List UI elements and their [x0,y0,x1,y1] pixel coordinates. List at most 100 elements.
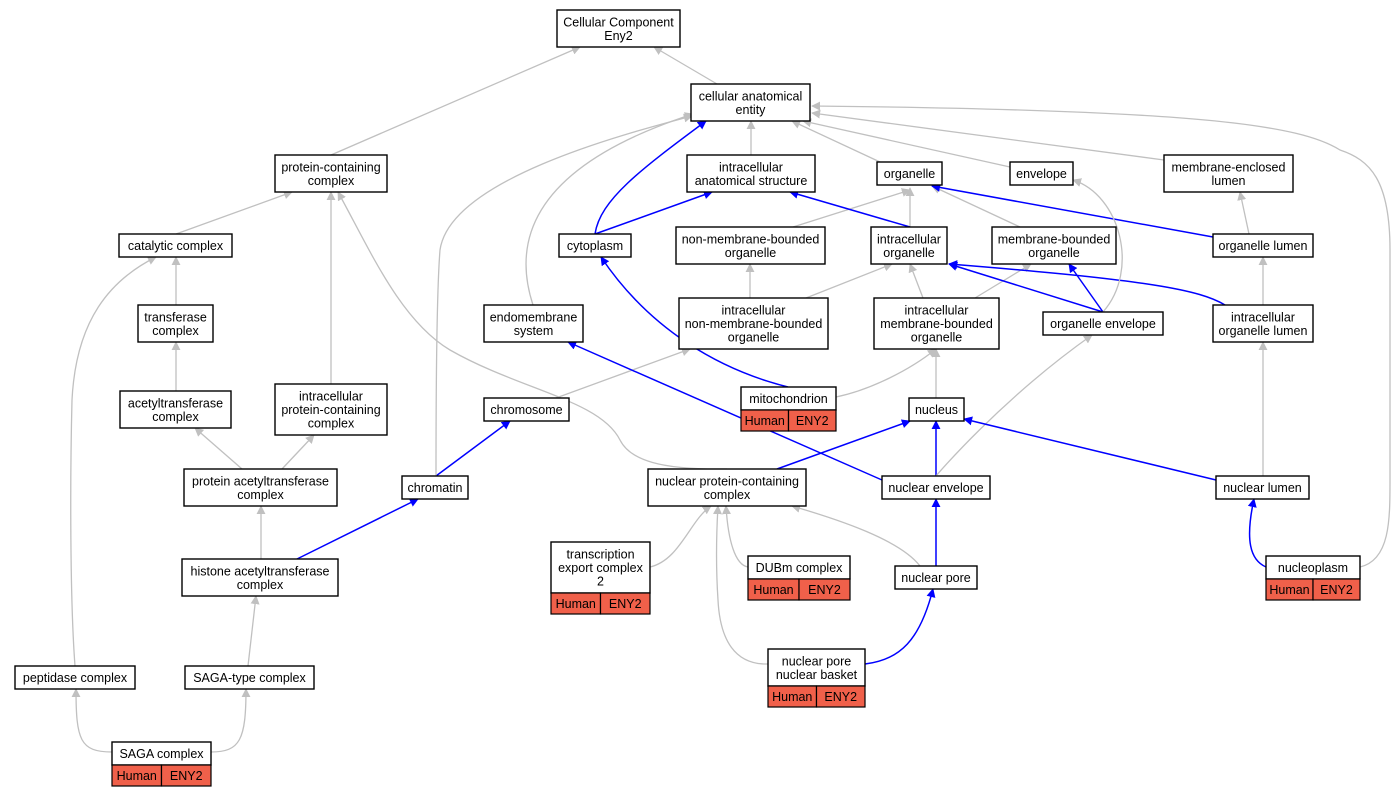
term-box [483,397,570,422]
term-label: cellular anatomical [699,89,803,103]
term-box [1212,233,1314,258]
term-label: complex [704,488,751,502]
term-label: intracellular [722,304,786,318]
is-a-edge-24 [1072,178,1123,313]
annotation-cell [815,685,866,708]
term-box [483,304,584,343]
term-node-nuc[interactable]: nucleus [908,397,965,422]
annotation-species: Human [753,583,793,597]
term-label: transcription [566,548,634,562]
is-a-edge-47 [791,503,921,567]
is-a-edge-14 [1237,191,1250,235]
part-of-edge-34 [435,420,511,477]
term-box [991,226,1117,265]
is-a-edge-1 [330,46,581,156]
term-label: catalytic complex [128,239,224,253]
term-box [686,154,816,193]
is-a-edge-32 [194,427,243,470]
term-label: complex [308,417,355,431]
part-of-edge-44 [296,498,419,560]
term-node-oe[interactable]: organelle envelope [1042,311,1164,336]
term-node-chrt[interactable]: chromatin [401,475,469,500]
term-label: nuclear lumen [1223,481,1302,495]
annotation-cell [599,592,651,615]
term-node-np[interactable]: nuclear pore [894,565,978,590]
term-node-cat[interactable]: catalytic complex [118,233,233,258]
term-label: nuclear basket [776,668,858,682]
term-node-pep[interactable]: peptidase complex [14,665,136,690]
term-node-nl[interactable]: nuclear lumen [1215,475,1310,500]
term-box [118,233,233,258]
is-a-edge-25 [525,112,694,306]
term-box [14,665,136,690]
part-of-edge-12 [789,189,911,228]
term-box [1215,475,1310,500]
part-of-edge-38 [567,341,883,481]
term-label: intracellular [905,304,969,318]
is-a-edge-51 [70,256,157,667]
term-node-chr[interactable]: chromosome [483,397,570,422]
annotation-gene: ENY2 [796,414,829,428]
term-box [870,226,948,265]
term-node-cyt[interactable]: cytoplasm [558,233,632,258]
term-label: DUBm complex [756,561,844,575]
term-node-org[interactable]: organelle [876,161,943,186]
term-node-ne[interactable]: nuclear envelope [881,475,991,500]
term-node-saga_t[interactable]: SAGA-type complex [184,665,315,690]
part-of-edge-21 [948,262,1104,313]
is-a-edge-53 [713,505,769,665]
term-box [550,541,651,594]
term-label: nuclear envelope [888,481,983,495]
part-of-edge-7 [594,120,707,235]
part-of-edge-8 [594,190,713,235]
is-a-edge-0 [653,46,718,85]
term-box [1163,154,1294,193]
term-box [690,83,811,122]
is-a-edge-52 [247,595,260,667]
is-a-edge-35 [435,113,693,477]
term-node-env[interactable]: envelope [1009,161,1074,186]
is-a-edge-4 [791,120,881,163]
term-label: intracellular [299,390,363,404]
term-label: complex [237,578,284,592]
term-label: organelle lumen [1219,324,1308,338]
term-node-inmbo[interactable]: intracellularnon-membrane-boundedorganel… [678,297,829,350]
term-label: non-membrane-bounded [682,232,820,246]
is-a-edge-5 [802,118,1011,168]
is-a-edge-56 [210,688,251,753]
term-label: intracellular [877,232,941,246]
term-node-ol[interactable]: organelle lumen [1212,233,1314,258]
annotation-species: Human [772,690,812,704]
term-label: intracellular [719,160,783,174]
edge-layer [70,46,1391,753]
annotation-cell [798,578,851,601]
term-label: organelle [1028,246,1079,260]
is-a-edge-55 [71,688,113,753]
annotation-gene: ENY2 [824,690,857,704]
